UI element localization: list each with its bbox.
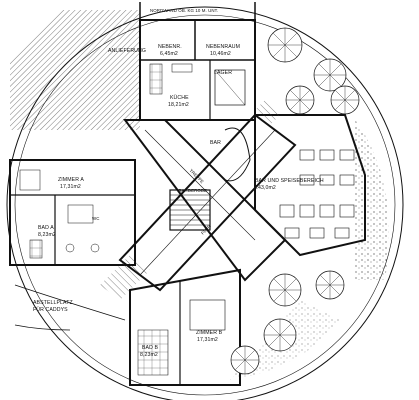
room-nebenraum-1-name: NEBENR.: [158, 44, 182, 50]
room-zimmer-b-area: 17,31m2: [197, 337, 218, 343]
restaurant-tables: [279, 149, 355, 239]
room-anlieferung: ANLIEFERUNG: [108, 48, 146, 54]
room-zimmer-a-area: 17,31m2: [60, 184, 81, 190]
south-wing: [129, 268, 241, 386]
caddy-parking: [14, 284, 126, 331]
room-nebenraum-2-area: 10,46m2: [210, 51, 231, 57]
caddy-parking-label-line1: ABSTELLPLATZ: [33, 300, 73, 306]
top-strip-label: NORDWAND OB. KG 10 M. UNT.: [150, 8, 219, 13]
room-zimmer-a-name: ZIMMER A: [58, 177, 84, 183]
room-speisesaal-name: BAR UND SPEISEBEREICH: [255, 178, 324, 184]
room-bad-a-area: 8,23m2: [38, 232, 56, 238]
central-stair: [169, 189, 211, 231]
room-zimmer-b-name: ZIMMER B: [196, 330, 223, 336]
room-nebenraum-1-area: 6,45m2: [160, 51, 178, 57]
room-wc: WC: [92, 216, 100, 221]
room-bad-b-name: BAD B: [142, 345, 159, 351]
room-lager: LAGER: [214, 70, 233, 76]
room-garderobe: GARDEROBE: [178, 188, 207, 193]
room-kueche-name: KÜCHE: [170, 95, 189, 101]
west-wing: [9, 159, 136, 266]
hatched-walls: [100, 100, 280, 300]
restaurant-hall: [224, 114, 366, 257]
diagonal-wing-b: [118, 113, 297, 292]
room-bad-a-name: BAD A: [38, 225, 54, 231]
room-kueche-area: 18,21m2: [168, 102, 189, 108]
caddy-parking-label-line2: FÜR CADDYS: [33, 307, 68, 313]
outer-terrace-circle: [6, 6, 404, 400]
room-nebenraum-2-name: NEBENRAUM: [206, 44, 241, 50]
terrace-umbrellas: [230, 27, 360, 375]
hatched-ground: [10, 10, 140, 130]
room-bad-b-area: 8,23m2: [140, 352, 158, 358]
room-speisesaal-area: 243,0m2: [255, 185, 276, 191]
north-wing: [139, 19, 256, 121]
room-bar: BAR: [210, 140, 221, 146]
